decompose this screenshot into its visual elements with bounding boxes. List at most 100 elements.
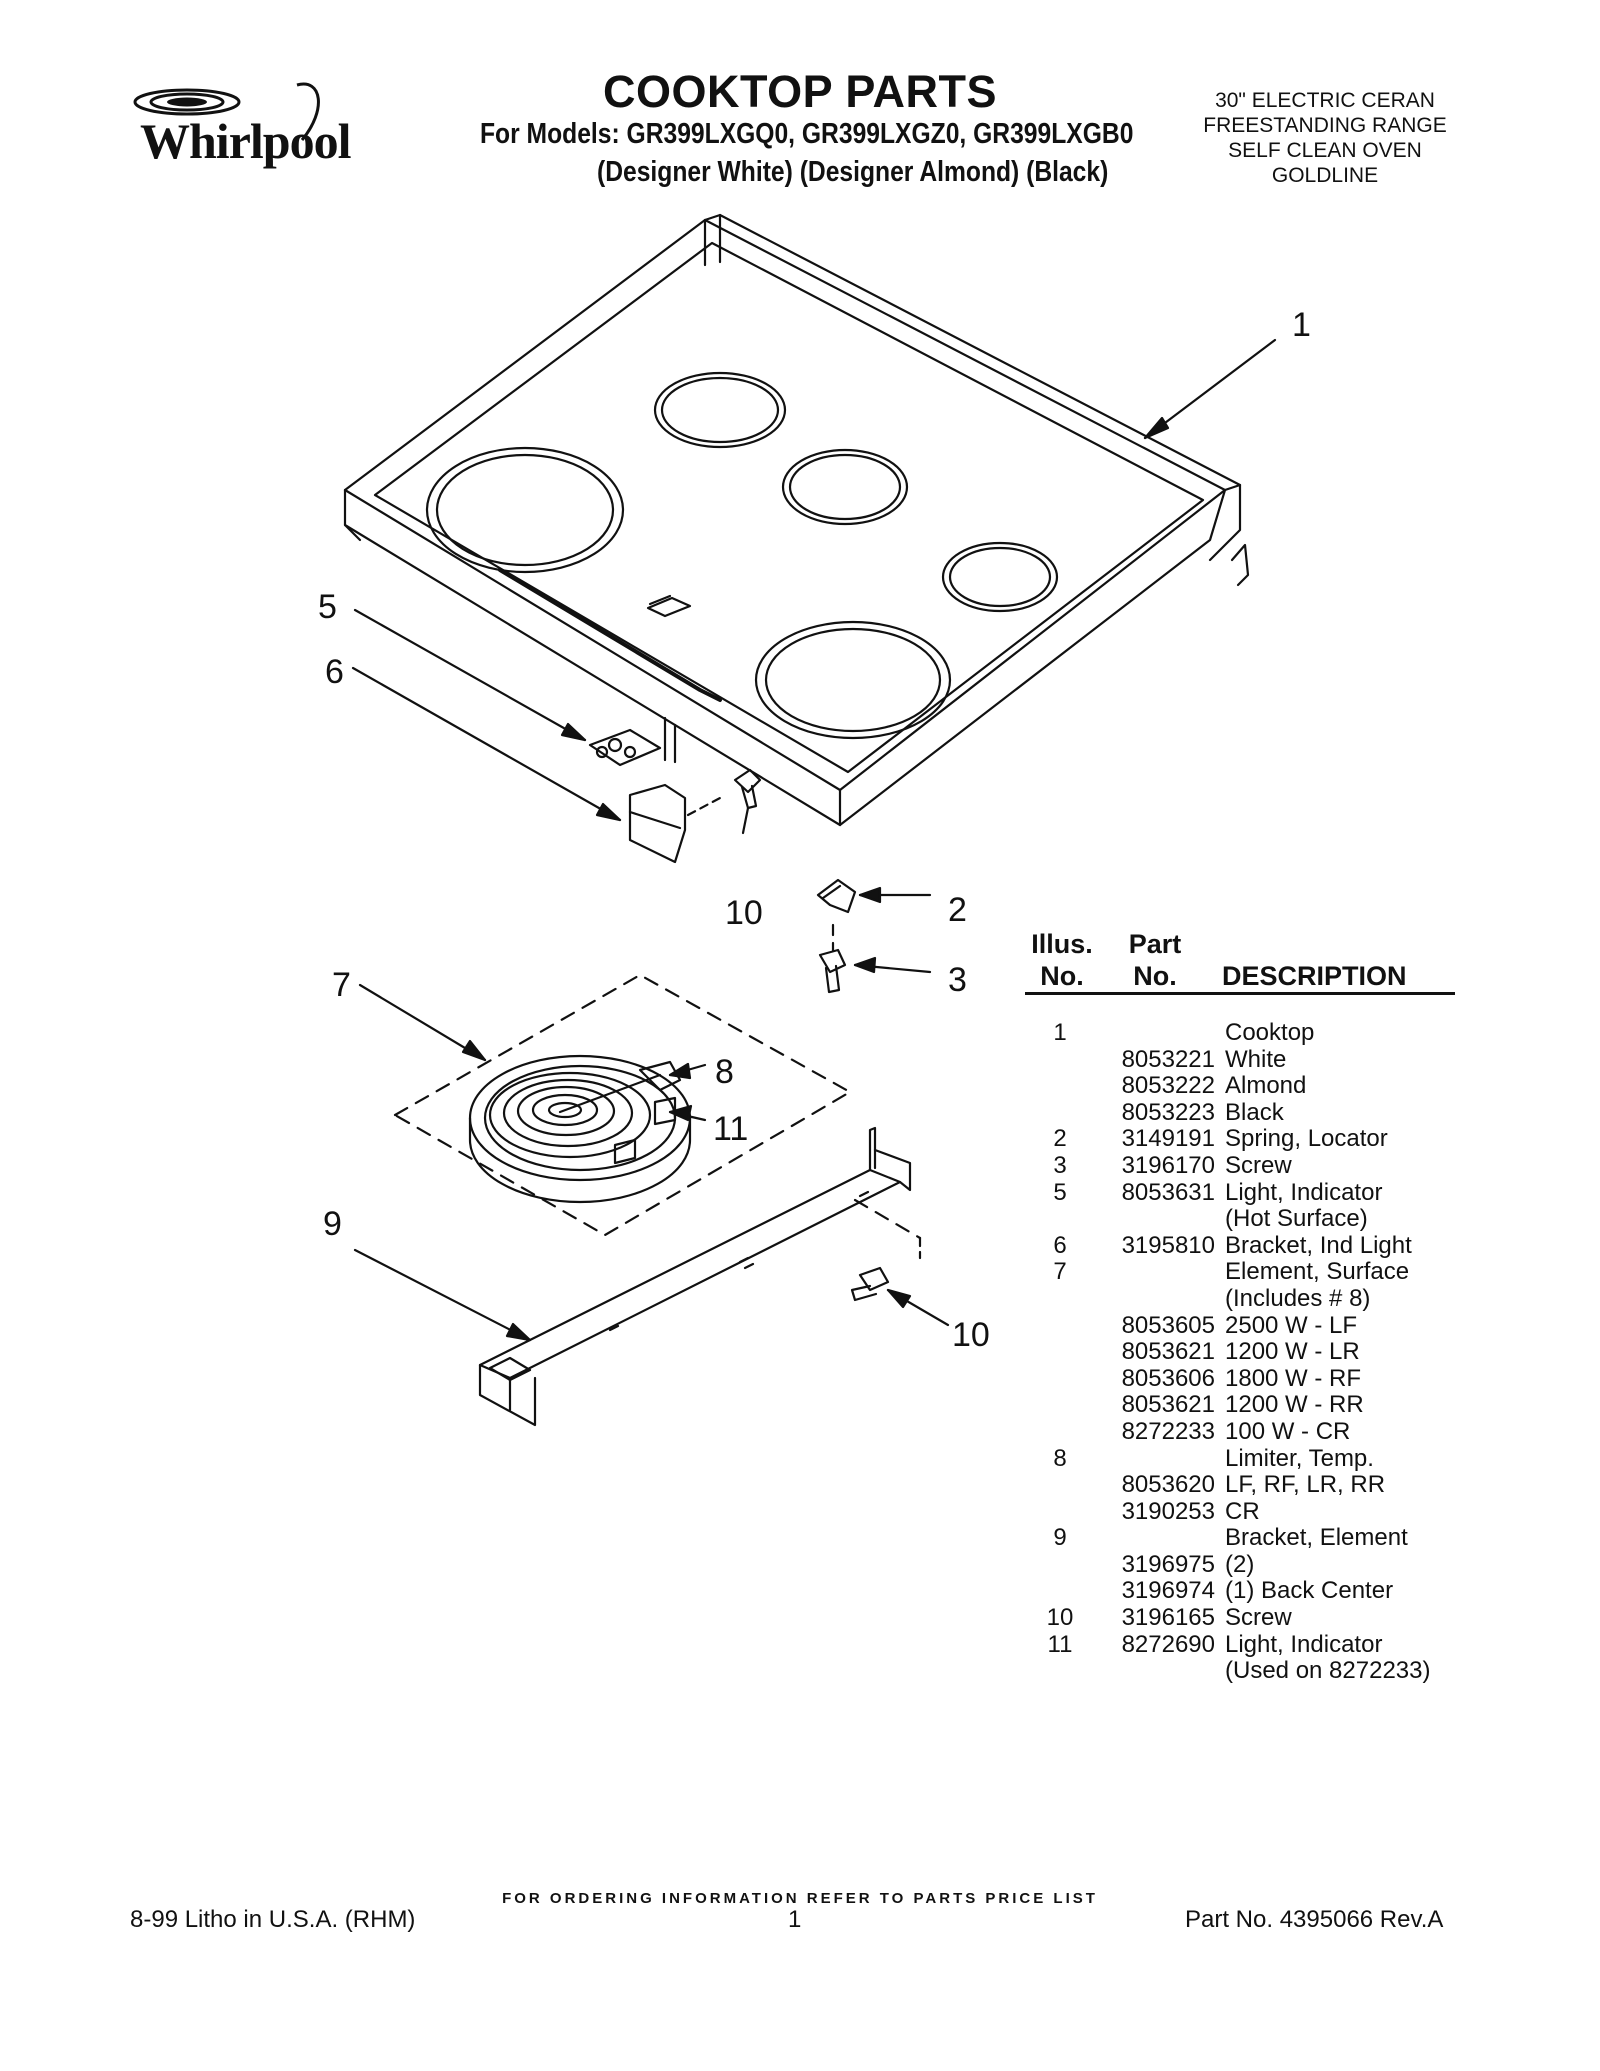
callout-5: 5: [318, 588, 337, 626]
bracket-ind-light-part: [628, 783, 722, 864]
part-description: (Used on 8272233): [1225, 1657, 1431, 1685]
product-line: FREESTANDING RANGE: [1203, 114, 1447, 137]
table-row: 3196974 (1) Back Center: [1025, 1578, 1430, 1605]
part-description: 1200 W - LR: [1225, 1338, 1360, 1366]
illus-number: [1025, 1499, 1095, 1526]
part-description: Bracket, Element: [1225, 1524, 1408, 1552]
table-row: (Hot Surface): [1025, 1206, 1430, 1233]
part-number: 3196975: [1121, 1550, 1215, 1578]
table-row: 8053221 White: [1025, 1045, 1430, 1074]
callout-2: 2: [948, 891, 967, 929]
indicator-light-part: [588, 716, 677, 767]
part-number: 8053620: [1121, 1471, 1215, 1499]
col-header-part-line2: No.: [1133, 961, 1177, 991]
illus-number: [1025, 1658, 1095, 1685]
brand-name: Whirlpool: [140, 113, 351, 169]
part-description: (Includes # 8): [1225, 1284, 1371, 1312]
callout-10-bottom: 10: [952, 1316, 990, 1354]
part-description: Spring, Locator: [1225, 1125, 1388, 1153]
leader-9: [353, 1248, 532, 1342]
callout-3: 3: [948, 961, 967, 999]
screw-3-part: [818, 948, 847, 994]
callout-9: 9: [323, 1205, 342, 1243]
part-number: 3196974: [1121, 1577, 1215, 1605]
part-number: 8053631: [1121, 1178, 1215, 1206]
part-number: [1095, 1206, 1225, 1233]
illus-number: [1025, 1073, 1095, 1100]
part-number: 8053606: [1121, 1364, 1215, 1392]
part-number: [1095, 1658, 1225, 1685]
part-description: (2): [1225, 1550, 1255, 1578]
illus-number: 3: [1053, 1151, 1067, 1179]
table-divider: [1025, 992, 1455, 995]
table-row: (Used on 8272233): [1025, 1658, 1430, 1685]
illus-number: [1025, 1552, 1095, 1579]
leader-5: [353, 608, 587, 742]
document-part-number: Part No. 4395066 Rev.A: [1185, 1906, 1444, 1933]
col-header-illus-line1: Illus.: [1031, 929, 1093, 959]
part-number: 8053621: [1121, 1338, 1215, 1366]
litho-info: 8-99 Litho in U.S.A. (RHM): [130, 1906, 416, 1933]
illus-number: [1025, 1339, 1095, 1366]
part-number: 3190253: [1121, 1497, 1215, 1525]
table-row: 3 3196170 Screw: [1025, 1151, 1430, 1180]
whirlpool-logo: Whirlpool: [122, 80, 372, 170]
illus-number: [1025, 1366, 1095, 1393]
part-description: Screw: [1225, 1151, 1292, 1179]
part-description: (Hot Surface): [1225, 1205, 1368, 1233]
part-description: Light, Indicator: [1225, 1630, 1383, 1658]
callout-7: 7: [332, 966, 351, 1004]
part-description: Almond: [1225, 1072, 1307, 1100]
part-description: Black: [1225, 1098, 1284, 1126]
part-number: 3149191: [1121, 1125, 1215, 1153]
illus-number: [1025, 1419, 1095, 1446]
leader-1: [1143, 338, 1277, 440]
illus-number: 11: [1047, 1630, 1073, 1658]
part-number: 8272690: [1121, 1630, 1215, 1658]
col-header-description: DESCRIPTION: [1222, 961, 1407, 991]
page-number: 1: [788, 1906, 802, 1933]
part-number: [1095, 1525, 1225, 1552]
product-line: GOLDLINE: [1271, 164, 1379, 187]
part-number: [1095, 1259, 1225, 1286]
swirl-icon: [133, 82, 320, 141]
illus-number: 10: [1046, 1604, 1074, 1632]
part-description: CR: [1225, 1497, 1260, 1525]
col-header-part-line1: Part: [1128, 929, 1182, 959]
callout-10-top: 10: [725, 894, 763, 932]
screw-part: [733, 768, 762, 810]
part-description: (1) Back Center: [1225, 1577, 1394, 1605]
callout-8: 8: [715, 1053, 734, 1091]
screw-bottom-part: [850, 1266, 890, 1302]
table-row: (Includes # 8): [1025, 1284, 1430, 1313]
part-number: [1095, 1286, 1225, 1313]
page-title: COOKTOP PARTS: [602, 66, 998, 117]
models-line: For Models: GR399LXGQ0, GR399LXGZ0, GR39…: [480, 118, 1134, 150]
part-description: White: [1225, 1045, 1287, 1073]
leader-10-top: [741, 806, 750, 835]
part-number: 8053605: [1121, 1311, 1215, 1339]
part-number: 3196170: [1121, 1151, 1215, 1179]
part-number: 8053221: [1121, 1045, 1215, 1073]
illus-number: [1025, 1578, 1095, 1605]
part-description: Element, Surface: [1225, 1258, 1410, 1286]
table-row: 3190253 CR: [1025, 1497, 1430, 1526]
table-row: 11 8272690 Light, Indicator: [1025, 1630, 1430, 1659]
part-description: Limiter, Temp.: [1225, 1444, 1374, 1472]
part-number: 8272233: [1121, 1417, 1215, 1445]
